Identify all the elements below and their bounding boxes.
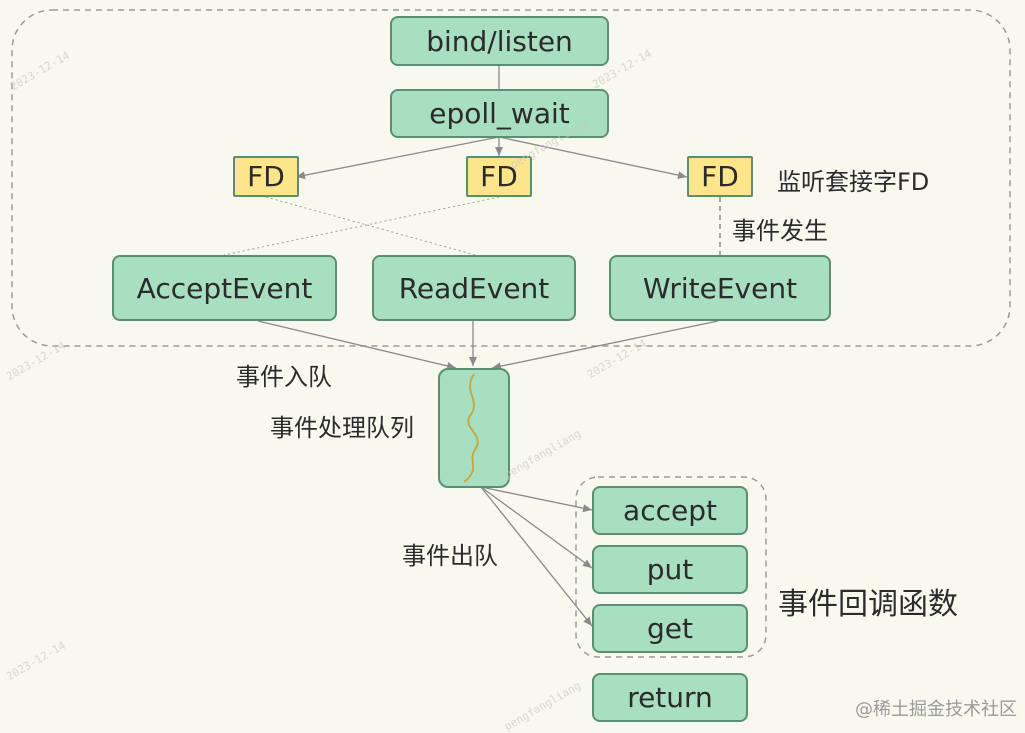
edge-fd2-to-accept xyxy=(223,196,500,256)
event-queue-node xyxy=(438,368,510,488)
callback-put-node: put xyxy=(592,545,748,594)
credit-text: @稀土掘金技术社区 xyxy=(855,699,1017,720)
edge-queue-to-get xyxy=(480,486,593,627)
fd-node-3: FD xyxy=(687,156,753,197)
return-node: return xyxy=(592,673,748,722)
edge-epoll-to-fd3 xyxy=(498,136,688,180)
epoll-wait-node: epoll_wait xyxy=(390,89,609,138)
event-enqueue-label: 事件入队 xyxy=(236,363,332,391)
edge-queue-to-accept xyxy=(480,486,593,513)
event-queue-label: 事件处理队列 xyxy=(270,414,414,442)
edge-queue-to-put xyxy=(480,486,593,569)
fd-node-1: FD xyxy=(233,156,299,197)
read-event-node: ReadEvent xyxy=(372,255,576,321)
listen-socket-fd-label: 监听套接字FD xyxy=(777,168,930,196)
callback-accept-node: accept xyxy=(592,486,748,535)
accept-event-node: AcceptEvent xyxy=(112,255,337,321)
edge-write-to-queue xyxy=(491,320,719,371)
event-callbacks-label: 事件回调函数 xyxy=(778,587,958,622)
write-event-node: WriteEvent xyxy=(609,255,831,321)
fd-node-2: FD xyxy=(466,156,532,197)
event-dequeue-label: 事件出队 xyxy=(402,542,498,570)
bind-listen-node: bind/listen xyxy=(390,16,609,66)
callback-group-border xyxy=(575,476,767,658)
queue-squiggle xyxy=(463,373,479,483)
edge-fd1-to-read xyxy=(265,196,476,256)
edge-epoll-to-fd1 xyxy=(295,136,500,180)
event-occurs-label: 事件发生 xyxy=(732,217,828,245)
edge-accept-to-queue xyxy=(257,320,457,370)
callback-get-node: get xyxy=(592,604,748,653)
